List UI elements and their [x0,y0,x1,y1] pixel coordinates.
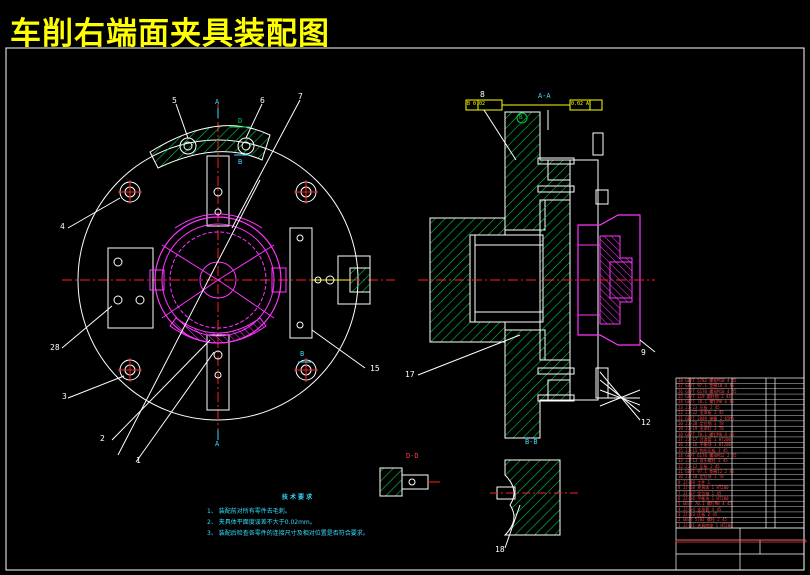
bom-row: 10 JJ-10 定位块 1 T8 [678,474,724,480]
callout-7: 7 [298,92,303,101]
tech-note-2: 2、 夹具体平面度误差不大于0.02mm。 [207,519,316,526]
sheet-border [5,47,805,571]
drawing-title: 车削右端面夹具装配图 [10,16,330,52]
bom-row: 13 JJ-13 双头螺柱 2 45 [678,458,728,464]
bom-row: 24 GB/T 70.1 螺钉M8 6 45 [678,399,735,405]
bom-row: 2 GB/T 5782 螺栓 2 45 [678,517,727,523]
bom-row: 11 GB/T 97.1 垫圈12 2 45 [678,469,735,475]
front-view [61,99,395,463]
callout-15: 15 [370,364,380,373]
technical-requirements: 技 术 要 求 1、 装配前对所有零件去毛刺。 2、 夹具体平面度误差不大于0.… [207,492,397,539]
callout-17: 17 [405,370,415,379]
bom-row: 7 JJ-07 定位轴 1 45 [678,490,722,496]
datum-b-symbol: B [519,114,523,121]
tech-note-3: 3、 装配后检查各零件的连接尺寸及相对位置是否符合要求。 [207,530,369,537]
bom-grid [676,383,804,529]
bom-row: 20 JJ-20 定位销 1 T8 [678,420,724,426]
section-a-top: A [215,98,220,106]
bom-row: 21 GB/T 2089 弹簧 2 65Mn [678,415,735,421]
callout-9: 9 [641,348,646,357]
callout-18: 18 [495,545,505,554]
bom-row: 17 JJ-17 过渡盘 1 HT200 [678,436,731,442]
bom-row: 16 JJ-16 平衡块 1 HT200 [678,442,731,448]
callout-8: 8 [480,90,485,99]
bom-row: 28 GB/T 5782 螺栓M10 4 45 [678,378,737,383]
bom-row: 6 JJ-06 平衡块 1 HT200 [678,495,729,501]
callout-12: 12 [641,418,651,427]
callout-1: 1 [136,456,141,465]
section-view [417,99,656,439]
view-label-bb: B-B [525,438,538,446]
bom-row: 14 GB/T 6170 螺母M12 2 45 [678,453,737,458]
view-label-aa: A-A [538,92,551,100]
detail-dd [379,467,440,497]
callout-6: 6 [260,96,265,105]
bom-row: 26 GB/T 6170 螺母M10 4 45 [678,388,737,394]
callout-5: 5 [172,96,177,105]
bom-row: 19 JJ-19 支承钉 3 T8 [678,426,724,432]
callout-28: 28 [50,343,60,352]
bom-row: 8 JJ-08 夹具体 1 HT200 [678,485,729,491]
bom-row: 25 GB/T 119 圆柱销 2 45 [678,394,731,400]
callout-4: 4 [60,222,65,231]
detail-bb [490,459,578,549]
callout-2: 2 [100,434,105,443]
section-a-bottom: A [215,440,220,448]
bom-row: 12 JJ-12 压板 2 45 [678,463,720,469]
bom-row: 5 GB/T 70.1 螺钉M8 4 45 [678,501,732,507]
view-label-dd: D-D [406,452,419,460]
section-b-arrow: B [238,158,243,166]
bom-row: 1 JJ-01 夹具底座 1 HT200 [678,522,733,528]
section-b-arrow-lower: B [300,350,305,358]
tech-notes-heading: 技 术 要 求 [281,494,313,501]
bom-row: 15 JJ-15 钩形压板 1 45 [678,447,728,453]
tech-note-1: 1、 装配前对所有零件去毛刺。 [207,508,291,515]
bom-row: 9 JJ-09 工件 1 [678,479,711,485]
bom-row: 22 JJ-22 支承板 2 45 [678,410,724,416]
bom-row: 3 JJ-03 压板 2 45 [678,511,718,517]
bom-row: 23 JJ-23 压板 2 45 [678,404,720,410]
tolerance-frame-left: B 0.02 [467,101,486,107]
tolerance-frame-right: 0.02 A [571,101,590,107]
section-d-arrow: D [238,117,243,125]
callout-3: 3 [62,392,67,401]
bom-row: 27 GB/T 97.1 垫圈10 4 45 [678,383,735,389]
bom-row: 18 GB/T 70.1 螺钉M6 4 45 [678,431,735,437]
bom-row: 4 JJ-04 支承套 4 45 [678,506,722,512]
